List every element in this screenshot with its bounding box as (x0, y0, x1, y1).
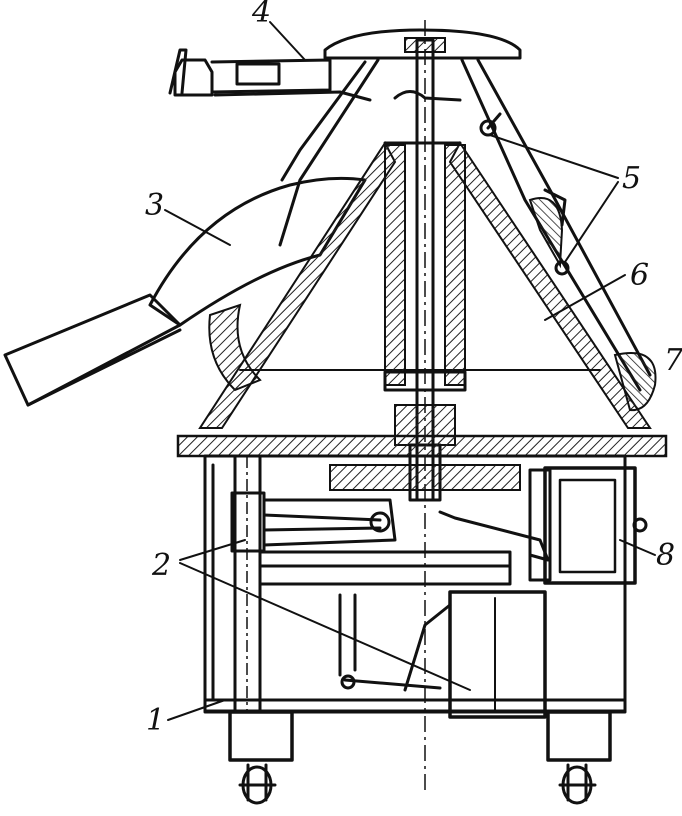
adjust-screw (343, 678, 442, 690)
arm-lever (168, 48, 188, 95)
fastener-lower (554, 260, 570, 276)
lever-arm-lower (262, 526, 382, 532)
casters (228, 710, 612, 805)
shaft-sleeve-right (444, 144, 466, 386)
central-shaft (383, 20, 467, 790)
arm-bracket (173, 58, 214, 97)
tension-arm (438, 510, 550, 562)
label-7: 7 (664, 343, 682, 378)
leader-4 (269, 21, 306, 61)
frame-leg-right-inner (476, 58, 652, 377)
label-2: 2 (151, 548, 171, 583)
leader-3 (164, 209, 231, 246)
shaft-sleeve-left (384, 144, 406, 386)
link-pin (393, 90, 462, 102)
shaft-sleeve-bottom (383, 370, 467, 392)
top-cap (323, 28, 522, 60)
base-plate (176, 434, 668, 458)
control-box-panel (558, 478, 617, 574)
caster-right-tyre (561, 765, 593, 805)
control-box-knob (632, 517, 648, 533)
belt-guard (258, 550, 512, 586)
caster-right-housing (546, 710, 612, 762)
leader-5b (564, 181, 619, 263)
arm-link-rod (213, 90, 372, 102)
leader-1 (167, 699, 226, 721)
feed-tray (3, 293, 182, 407)
guide-upper-clamp (543, 188, 567, 227)
leader-2b (179, 562, 471, 691)
arm-clamp (235, 62, 281, 86)
feed-chute-body (148, 176, 367, 327)
callout-labels: 4 3 5 6 7 2 1 8 (145, 0, 682, 738)
drive-pulley (329, 464, 521, 491)
support-rod (338, 593, 357, 677)
caster-left-housing (228, 710, 294, 762)
control-box (543, 466, 637, 585)
lever-arm (262, 513, 382, 522)
label-4: 4 (251, 0, 271, 30)
label-6: 6 (630, 258, 649, 293)
tension-post (528, 468, 552, 582)
leader-6 (544, 274, 626, 321)
fastener-upper-pin (486, 112, 502, 130)
motor-mount (403, 603, 452, 692)
adjust-knob (340, 674, 356, 690)
lever-bracket (262, 498, 397, 547)
fastener-upper (479, 119, 497, 137)
motor (448, 590, 547, 719)
lever-pivot (369, 511, 391, 533)
label-1: 1 (146, 703, 165, 738)
caster-left-tyre (241, 765, 273, 805)
leader-5a (489, 134, 619, 179)
conical-hood (198, 141, 652, 429)
upper-frame (278, 58, 652, 392)
guide-upper (528, 197, 564, 269)
leader-lines (164, 21, 656, 721)
label-8: 8 (656, 538, 675, 573)
frame-leg-left-outer (278, 58, 380, 247)
frame-leg-left-inner (280, 60, 367, 182)
side-guides (479, 112, 657, 412)
cone-right-wall (448, 141, 652, 429)
leader-8 (619, 539, 656, 556)
upper-arm (210, 58, 332, 94)
leader-2a (179, 539, 246, 561)
guide-lower (613, 352, 657, 412)
label-5: 5 (622, 161, 641, 196)
label-3: 3 (145, 188, 164, 223)
frame-leg-right-outer (460, 58, 642, 392)
feed-tray-lip (26, 328, 182, 407)
lower-housing (203, 454, 648, 719)
